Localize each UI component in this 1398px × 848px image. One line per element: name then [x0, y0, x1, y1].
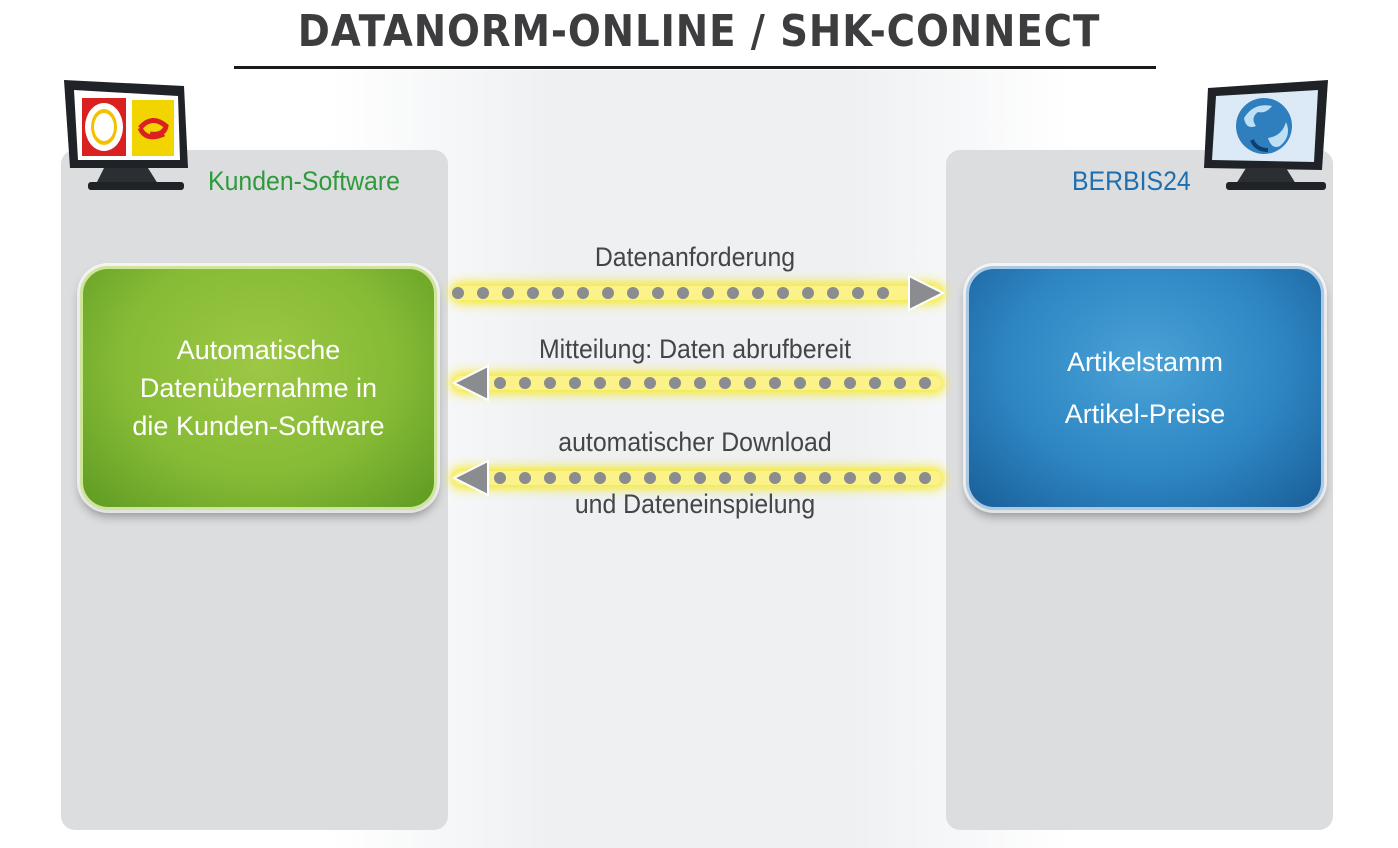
flow-dot-2-6 [644, 472, 656, 484]
flow-dot-1-7 [669, 377, 681, 389]
flow-dot-0-3 [527, 287, 539, 299]
flow-dot-2-13 [819, 472, 831, 484]
flow-dot-2-14 [844, 472, 856, 484]
flow-dot-2-1 [519, 472, 531, 484]
flow-dot-0-15 [827, 287, 839, 299]
flow-band-0 [454, 286, 941, 300]
flow-label-request: Datenanforderung [594, 242, 796, 272]
berbis-data-box: Artikelstamm Artikel-Preise [966, 266, 1324, 510]
flow-dot-0-0 [452, 287, 464, 299]
flow-dot-0-9 [677, 287, 689, 299]
flow-dot-0-12 [752, 287, 764, 299]
flow-dot-0-14 [802, 287, 814, 299]
berbis-box-line-1: Artikelstamm [1066, 347, 1223, 377]
flow-dot-2-4 [594, 472, 606, 484]
flow-dot-0-11 [727, 287, 739, 299]
flow-sublabel-download: und Dateneinspielung [574, 489, 816, 519]
flow-dot-1-14 [844, 377, 856, 389]
flow-dot-0-7 [627, 287, 639, 299]
flow-dot-0-16 [852, 287, 864, 299]
flow-dot-0-10 [702, 287, 714, 299]
customer-monitor-icon [64, 80, 188, 190]
page-title: DATANORM-ONLINE / SHK-CONNECT [297, 6, 1101, 57]
flow-label-notification: Mitteilung: Daten abrufbereit [538, 334, 852, 364]
flow-dot-2-15 [869, 472, 881, 484]
flow-dot-0-2 [502, 287, 514, 299]
flow-dot-0-4 [552, 287, 564, 299]
customer-software-label: Kunden-Software [208, 166, 400, 196]
berbis-monitor-icon [1204, 80, 1328, 190]
flow-dot-1-3 [569, 377, 581, 389]
flow-arrowhead-0 [908, 274, 946, 312]
flow-dot-1-4 [594, 377, 606, 389]
flow-dot-2-7 [669, 472, 681, 484]
title-underline [234, 66, 1156, 69]
flow-dot-1-17 [919, 377, 931, 389]
flow-dot-0-13 [777, 287, 789, 299]
customer-box-line-3: die Kunden-Software [132, 411, 385, 441]
flow-dot-2-5 [619, 472, 631, 484]
flow-label-download: automatischer Download [558, 427, 832, 457]
flow-arrowhead-2 [451, 459, 489, 497]
flow-dot-2-12 [794, 472, 806, 484]
flow-dot-2-8 [694, 472, 706, 484]
flow-dot-1-15 [869, 377, 881, 389]
flow-dot-1-11 [769, 377, 781, 389]
flow-dot-0-1 [477, 287, 489, 299]
flow-dot-2-10 [744, 472, 756, 484]
customer-data-box: Automatische Datenübernahme in die Kunde… [80, 266, 437, 510]
flow-dot-0-5 [577, 287, 589, 299]
flow-dot-2-2 [544, 472, 556, 484]
flow-dot-0-8 [652, 287, 664, 299]
flow-dot-1-2 [544, 377, 556, 389]
flow-dot-1-8 [694, 377, 706, 389]
flow-dot-1-12 [794, 377, 806, 389]
flow-dot-0-6 [602, 287, 614, 299]
flow-dot-2-9 [719, 472, 731, 484]
customer-box-line-1: Automatische [176, 335, 341, 365]
berbis-label: BERBIS24 [1072, 166, 1191, 196]
flow-dot-2-0 [494, 472, 506, 484]
flow-dot-2-3 [569, 472, 581, 484]
flow-dot-2-16 [894, 472, 906, 484]
customer-box-line-2: Datenübernahme in [139, 373, 378, 403]
flow-dot-1-13 [819, 377, 831, 389]
flow-dot-1-9 [719, 377, 731, 389]
flow-dot-2-17 [919, 472, 931, 484]
flow-arrowhead-1 [451, 364, 489, 402]
flow-dot-2-11 [769, 472, 781, 484]
flow-dot-1-16 [894, 377, 906, 389]
flow-dot-1-5 [619, 377, 631, 389]
flow-arrows [450, 274, 946, 497]
berbis-box-line-2: Artikel-Preise [1064, 399, 1226, 429]
flow-dot-1-10 [744, 377, 756, 389]
flow-dot-1-6 [644, 377, 656, 389]
flow-dot-1-0 [494, 377, 506, 389]
flow-dot-0-17 [877, 287, 889, 299]
flow-dot-1-1 [519, 377, 531, 389]
